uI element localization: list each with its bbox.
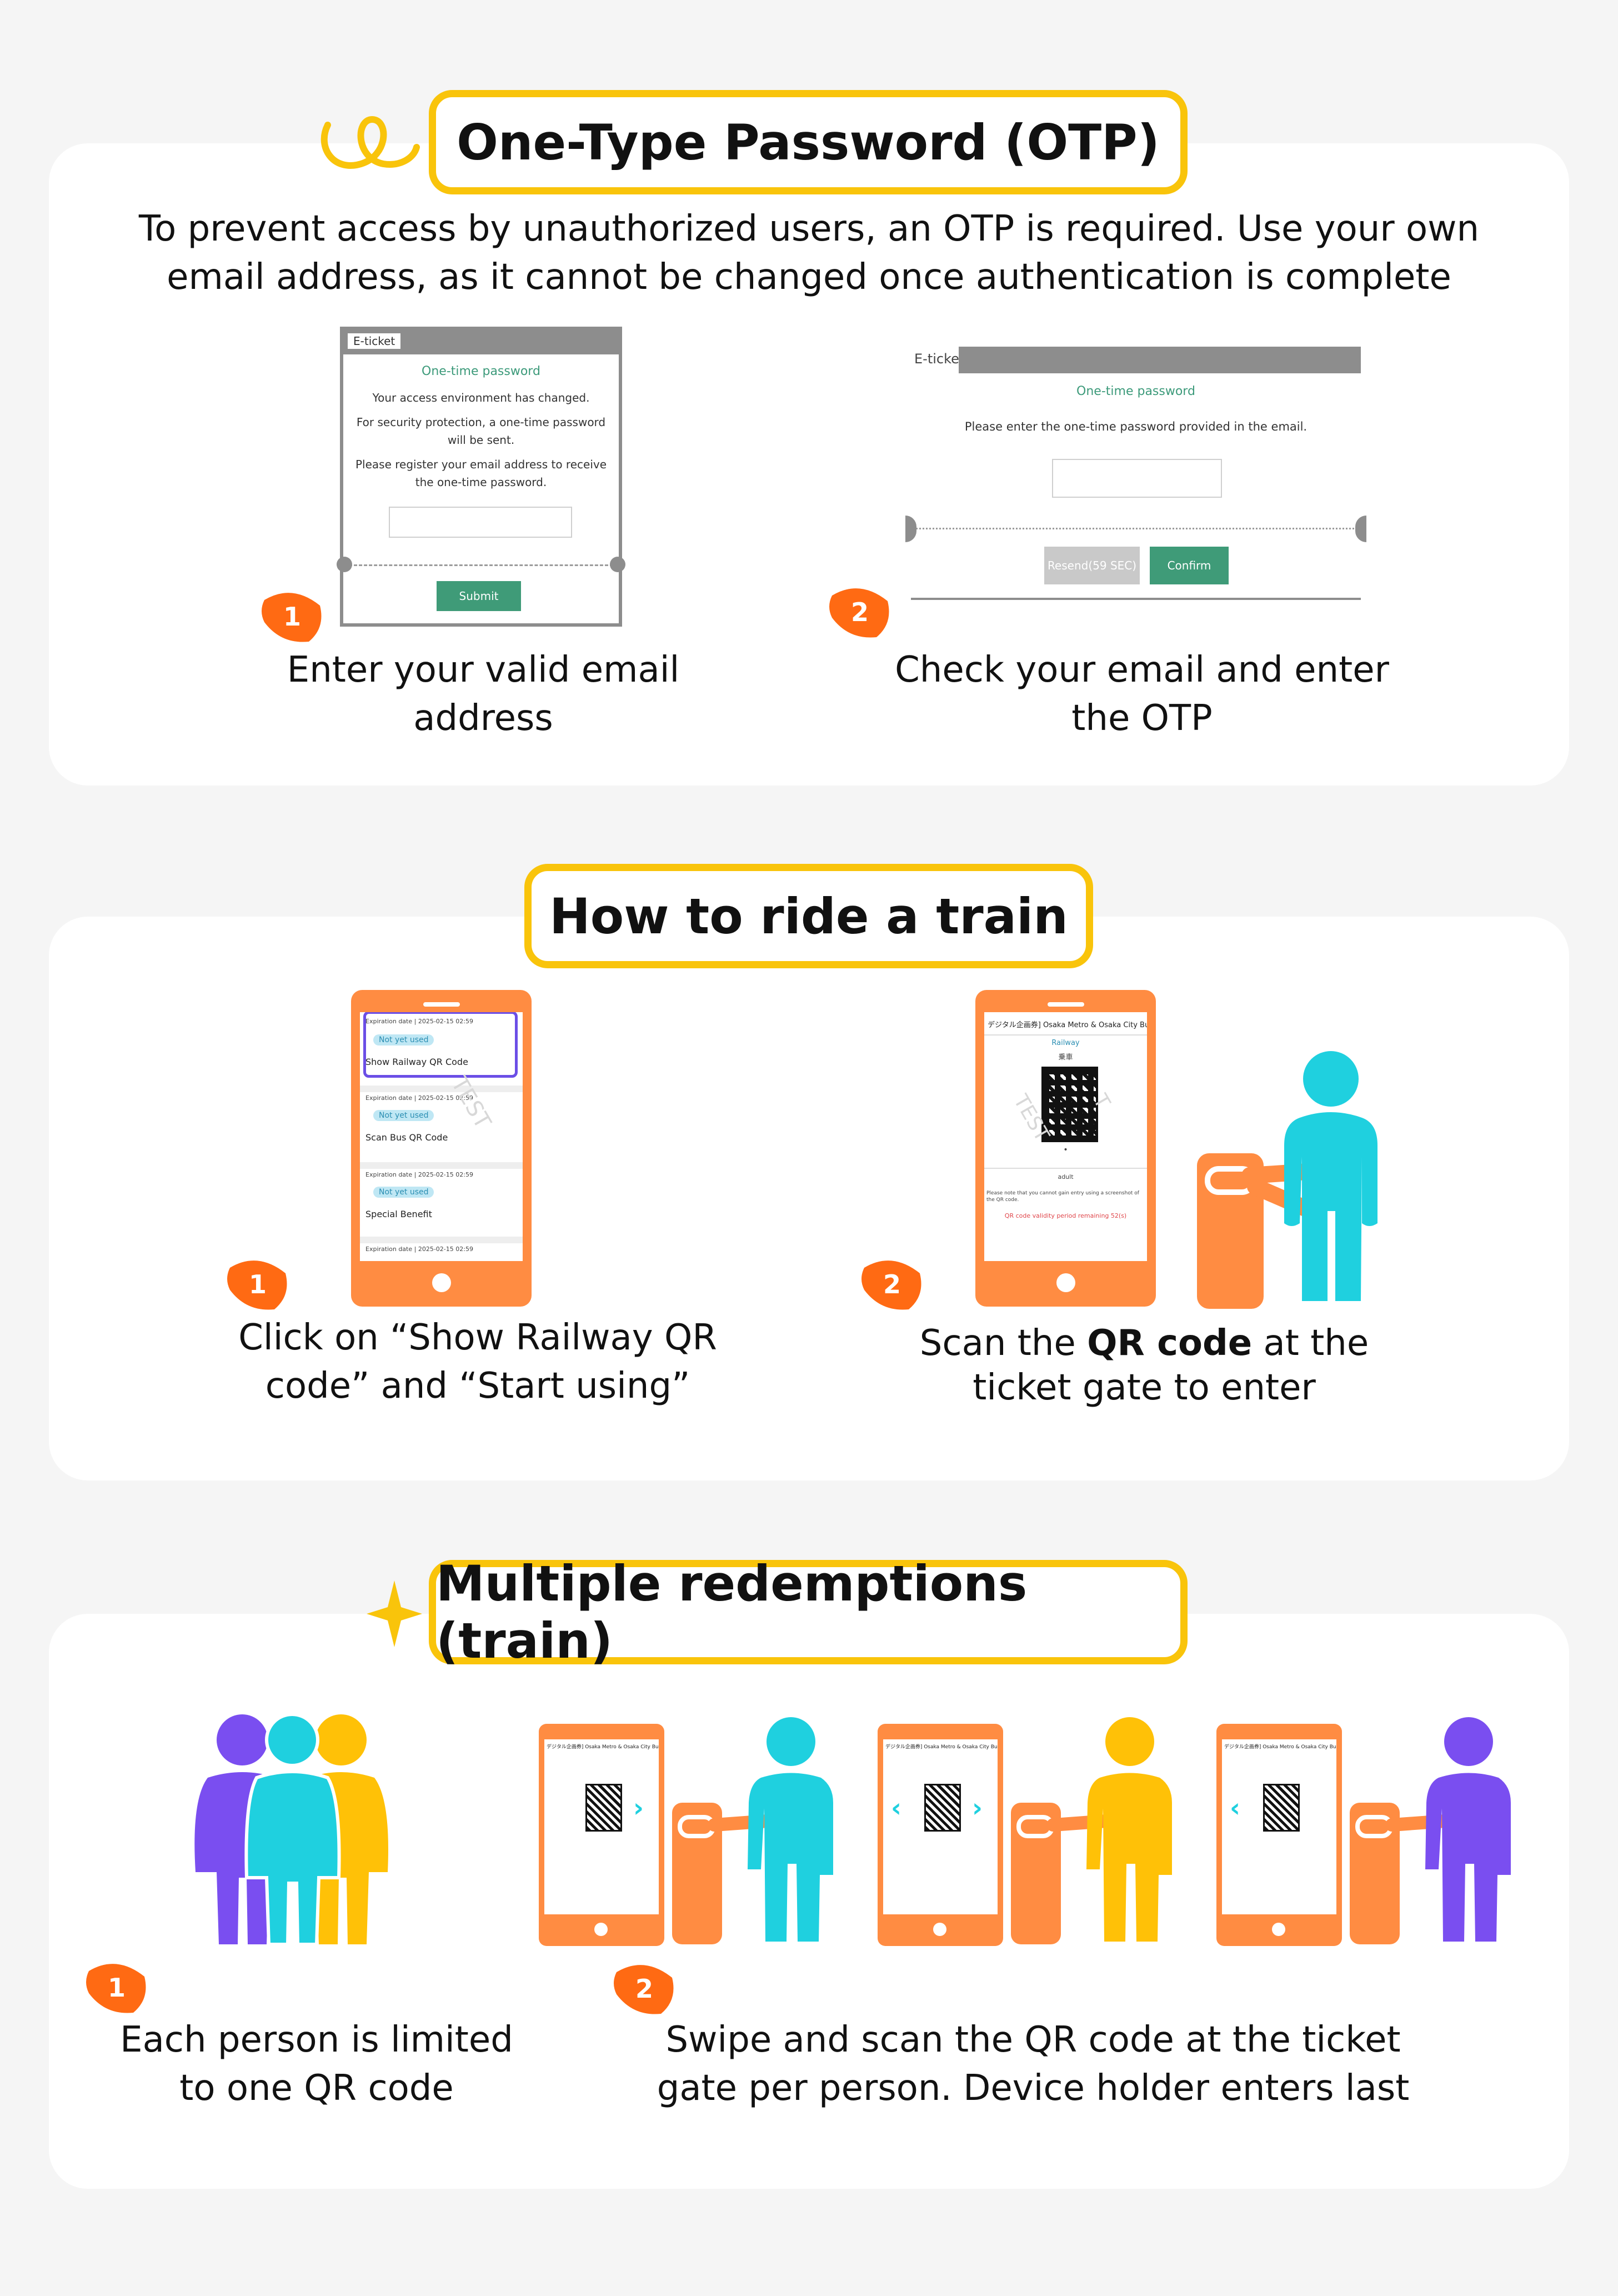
person-purple-icon <box>1425 1717 1511 1942</box>
mini-header-2: デジタル企画券] Osaka Metro & Osaka City Bus Pa <box>885 1744 998 1750</box>
person-cyan-icon-2 <box>748 1717 833 1942</box>
otp-intro-line1: To prevent access by unauthorized users,… <box>138 208 1480 249</box>
shot1-line1: Your access environment has changed. <box>372 391 590 404</box>
swipe-left-icon[interactable]: ‹ <box>891 1793 901 1823</box>
train-step1-line2: code” and “Start using” <box>265 1365 690 1407</box>
multi-step1-number: 1 <box>107 1973 126 2003</box>
qr-code-image <box>1041 1067 1098 1142</box>
shot1-email-field[interactable] <box>389 507 572 538</box>
otp-step2-number: 2 <box>850 597 869 627</box>
train-step2-line2: ticket gate to enter <box>973 1367 1316 1408</box>
swipe-left-icon-2[interactable]: ‹ <box>1230 1793 1240 1823</box>
tag-not-used-3: Not yet used <box>373 1187 434 1198</box>
qr-sub1: Railway <box>1051 1039 1080 1047</box>
otp-email-screenshot: E-ticket One-time password Your access e… <box>337 327 625 627</box>
otp-step1-number: 1 <box>283 602 301 632</box>
qr-timer: QR code validity period remaining 52(s) <box>1004 1212 1127 1219</box>
expiry-3: Expiration date | 2025-02-15 02:59 <box>365 1171 473 1178</box>
otp-card <box>49 143 1569 786</box>
otp-step1-line2: address <box>413 698 553 739</box>
otp-step2-line2: the OTP <box>1071 698 1213 739</box>
shot2-otp-field[interactable] <box>1052 459 1222 498</box>
swipe-right-icon[interactable]: › <box>633 1793 644 1823</box>
multi-step2-line1: Swipe and scan the QR code at the ticket <box>665 2019 1401 2060</box>
watermark-1: TEST <box>445 1072 496 1133</box>
multi-step1-badge: 1 <box>83 1960 150 2015</box>
sparkle-icon <box>367 1580 422 1647</box>
train-title: How to ride a train <box>524 864 1093 968</box>
expiry-4: Expiration date | 2025-02-15 02:59 <box>365 1245 473 1253</box>
train-step2-number: 2 <box>883 1269 901 1299</box>
train-step1-line1: Click on “Show Railway QR <box>238 1317 717 1358</box>
scan-bus-qr-link[interactable]: Scan Bus QR Code <box>365 1132 448 1143</box>
group-people-icon <box>194 1713 388 1946</box>
expiry-2: Expiration date | 2025-02-15 02:59 <box>365 1094 473 1102</box>
otp-code-screenshot: E-ticket One-time password Please enter … <box>905 344 1366 600</box>
qr-header: デジタル企画券] Osaka Metro & Osaka City Bus Pa <box>988 1021 1147 1029</box>
shot1-line2: For security protection, a one-time pass… <box>356 416 606 429</box>
otp-step2-line1: Check your email and enter <box>895 649 1389 691</box>
multi-step2-line2: gate per person. Device holder enters la… <box>657 2068 1410 2109</box>
tag-not-used-2: Not yet used <box>373 1110 434 1121</box>
redeem-set-3: デジタル企画券] Osaka Metro & Osaka City Bus Pa… <box>1216 1714 1522 1947</box>
show-railway-qr-link[interactable]: Show Railway QR Code <box>365 1057 468 1067</box>
person-cyan-icon <box>1284 1051 1377 1301</box>
shot1-heading: One-time password <box>422 364 540 378</box>
multi-step2-number: 2 <box>635 1974 653 2004</box>
shot1-submit-button[interactable]: Submit <box>437 581 521 611</box>
train-step1-badge: 1 <box>224 1257 291 1312</box>
train-step2-line1: Scan the QR code at the <box>919 1323 1369 1364</box>
qr-sub2: 乗車 <box>1058 1053 1073 1062</box>
mini-header-3: デジタル企画券] Osaka Metro & Osaka City Bus Pa <box>1224 1744 1336 1750</box>
redeem-set-2: デジタル企画券] Osaka Metro & Osaka City Bus Pa… <box>878 1714 1183 1947</box>
qr-note: Please note that you cannot gain entry u… <box>986 1190 1139 1203</box>
train-step2-badge: 2 <box>859 1257 925 1312</box>
redeem-set-1: デジタル企画券] Osaka Metro & Osaka City Bus Pa… <box>539 1714 844 1947</box>
shot2-header: E-ticket <box>914 351 965 367</box>
multi-step1-line1: Each person is limited <box>120 2019 513 2060</box>
multi-step1-line2: to one QR code <box>179 2068 454 2109</box>
special-benefit-link[interactable]: Special Benefit <box>365 1209 432 1219</box>
phone-qr-code: デジタル企画券] Osaka Metro & Osaka City Bus Pa… <box>975 990 1156 1307</box>
shot1-line4: Please register your email address to re… <box>355 458 607 471</box>
swipe-right-icon-2[interactable]: › <box>972 1793 983 1823</box>
otp-step1-line1: Enter your valid email <box>287 649 680 691</box>
multi-step2-badge: 2 <box>611 1961 678 2017</box>
qr-label: adult <box>1058 1173 1074 1180</box>
shot2-heading: One-time password <box>1076 384 1195 398</box>
phone-ticket-list: Expiration date | 2025-02-15 02:59 Not y… <box>351 990 532 1307</box>
train-step1-number: 1 <box>248 1269 267 1299</box>
multi-title: Multiple redemptions (train) <box>429 1555 1188 1669</box>
shot1-header: E-ticket <box>348 333 401 349</box>
tag-not-used-1: Not yet used <box>373 1034 434 1046</box>
shot1-line3: will be sent. <box>447 433 515 447</box>
otp-title: One-Type Password (OTP) <box>429 90 1188 194</box>
mini-header-1: デジタル企画券] Osaka Metro & Osaka City Bus Pa <box>547 1744 659 1750</box>
person-gold-icon <box>1086 1717 1172 1942</box>
otp-step1-badge: 1 <box>259 589 325 644</box>
swirl-icon <box>320 116 420 169</box>
shot2-resend-button[interactable]: Resend(59 SEC) <box>1044 547 1140 584</box>
shot2-line1: Please enter the one-time password provi… <box>964 420 1308 433</box>
shot2-confirm-button[interactable]: Confirm <box>1150 547 1229 584</box>
otp-step2-badge: 2 <box>826 584 893 640</box>
otp-intro-line2: email address, as it cannot be changed o… <box>167 257 1451 298</box>
shot1-line5: the one-time password. <box>415 476 547 489</box>
expiry-1: Expiration date | 2025-02-15 02:59 <box>365 1018 473 1025</box>
